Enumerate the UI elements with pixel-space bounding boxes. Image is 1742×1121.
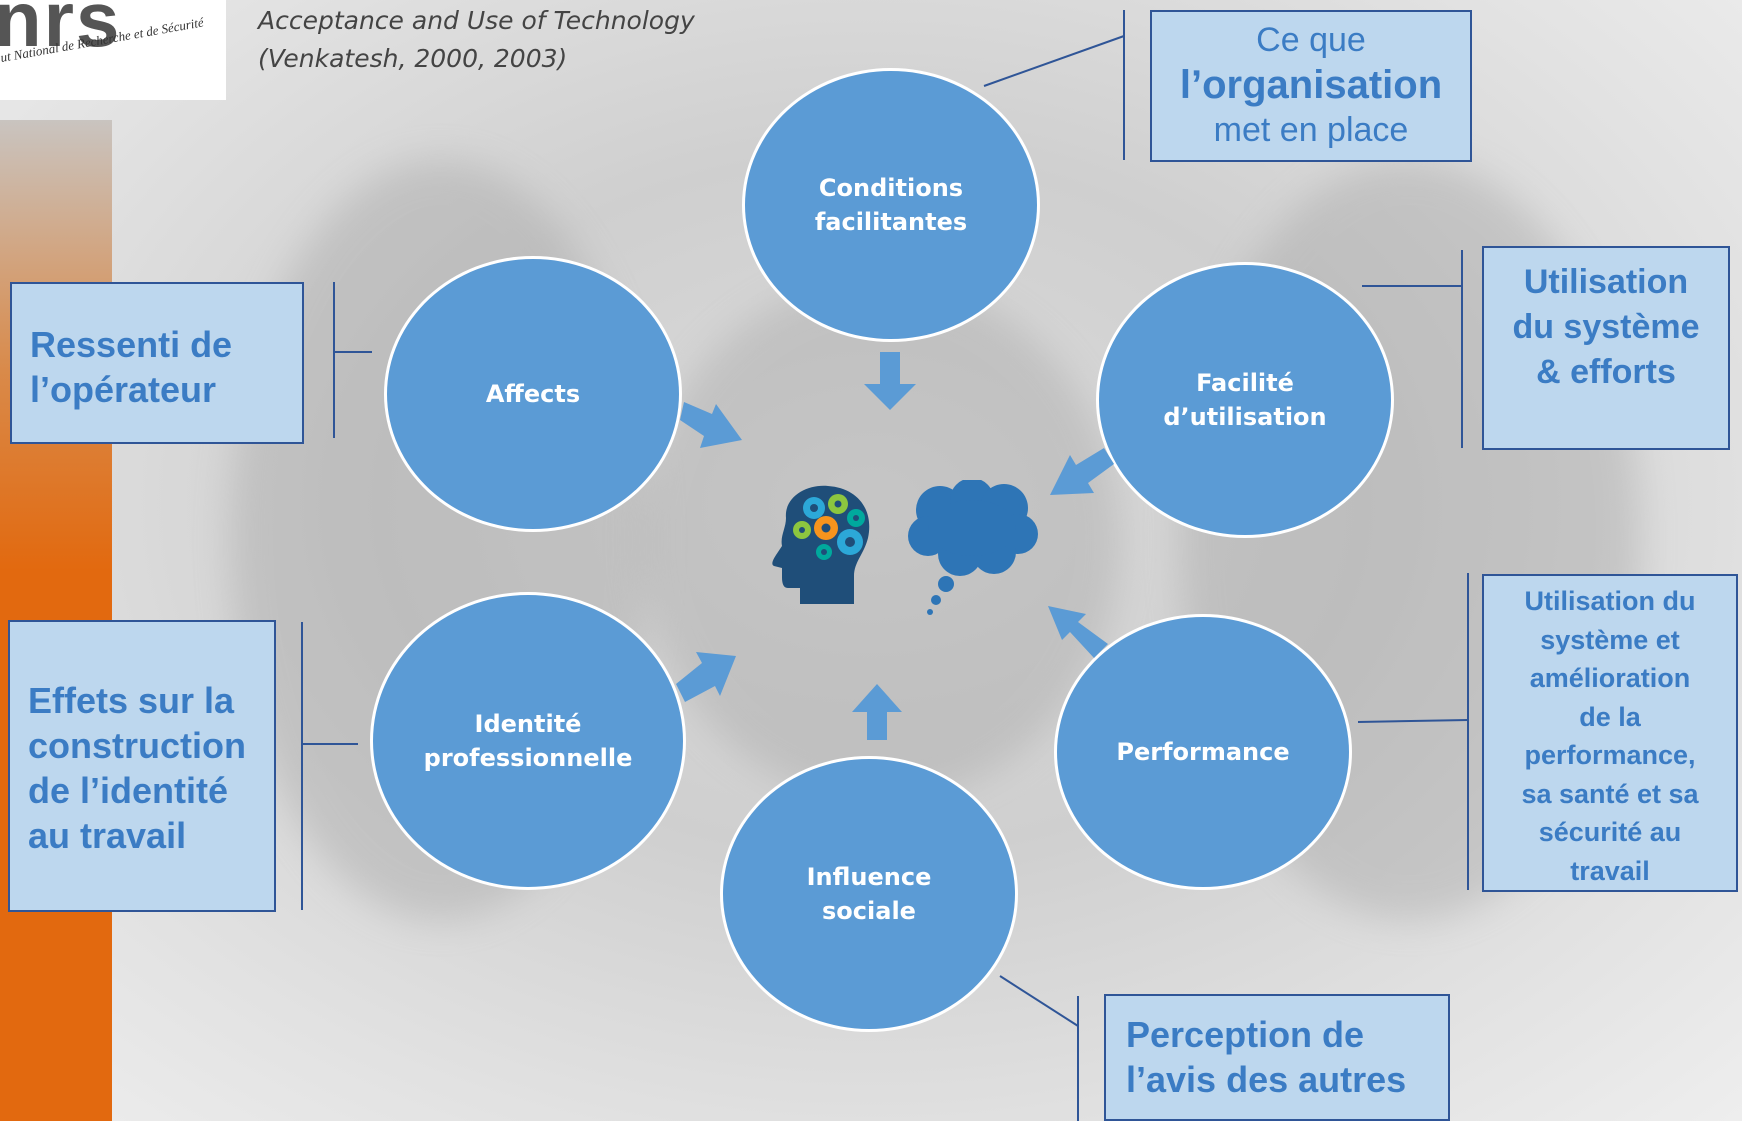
block-arrow-icon <box>1048 606 1108 658</box>
circle-conditions-facilitantes: Conditions facilitantes <box>742 68 1040 342</box>
label-organisation-line1: Ce que <box>1256 21 1366 59</box>
circle-influence-line1: Influence <box>806 863 932 891</box>
circle-performance-line1: Performance <box>1116 738 1290 766</box>
label-influence-line1: Perception de <box>1126 1014 1365 1055</box>
circle-identite-line1: Identité <box>474 710 582 738</box>
circle-facilite-line1: Facilité <box>1196 369 1294 397</box>
source-citation: Acceptance and Use of Technology (Venkat… <box>258 2 695 78</box>
label-organisation-line3: met en place <box>1213 111 1409 149</box>
label-affects-line1: Ressenti de <box>30 324 233 365</box>
label-ressenti-operateur: Ressenti de l’opérateur <box>10 282 304 444</box>
circle-performance: Performance <box>1054 614 1352 890</box>
label-utilisation-line1: Utilisation <box>1523 263 1689 301</box>
label-utilisation-line2: du système <box>1512 308 1700 346</box>
label-influence-line2: l’avis des autres <box>1126 1059 1407 1100</box>
label-performance-line6: sa santé et sa <box>1521 778 1699 809</box>
label-identite-line4: au travail <box>28 815 187 856</box>
label-organisation-line2: l’organisation <box>1179 63 1443 107</box>
source-line-1: Acceptance and Use of Technology <box>258 6 695 35</box>
block-arrow-icon <box>1050 448 1114 495</box>
block-arrow-icon <box>864 352 916 410</box>
label-performance-line5: performance, <box>1524 740 1696 770</box>
source-line-2: (Venkatesh, 2000, 2003) <box>258 44 568 73</box>
circle-conditions-line1: Conditions <box>818 174 964 202</box>
label-performance-line2: système et <box>1540 624 1680 655</box>
label-effets-identite: Effets sur la construction de l’identité… <box>8 620 276 912</box>
label-organisation: Ce que l’organisation met en place <box>1150 10 1472 162</box>
label-performance-line1: Utilisation du <box>1524 586 1696 616</box>
label-performance-line7: sécurité au <box>1538 817 1682 847</box>
label-performance-sante: Utilisation du système et amélioration d… <box>1482 574 1738 892</box>
label-utilisation-efforts: Utilisation du système & efforts <box>1482 246 1730 450</box>
circle-identite-line2: professionnelle <box>423 744 633 772</box>
label-identite-line1: Effets sur la <box>28 680 235 721</box>
label-utilisation-line3: & efforts <box>1536 353 1676 391</box>
label-identite-line3: de l’identité <box>28 770 229 811</box>
label-performance-line4: de la <box>1579 701 1641 732</box>
head-gears-icon <box>772 485 870 604</box>
circle-facilite-line2: d’utilisation <box>1163 403 1327 431</box>
logo-letters: nrs <box>0 0 122 63</box>
label-performance-line8: travail <box>1570 855 1650 886</box>
thought-bubble-icon <box>908 480 1038 615</box>
label-identite-line2: construction <box>28 725 247 766</box>
label-perception-autres: Perception de l’avis des autres <box>1104 994 1450 1121</box>
circle-identite-professionnelle: Identité professionnelle <box>370 592 686 890</box>
circle-affects-line1: Affects <box>485 380 581 408</box>
label-affects-line2: l’opérateur <box>30 369 217 410</box>
circle-affects: Affects <box>384 256 682 532</box>
circle-influence-sociale: Influence sociale <box>720 756 1018 1032</box>
circle-conditions-line2: facilitantes <box>814 208 968 236</box>
label-performance-line3: amélioration <box>1529 663 1691 693</box>
circle-facilite-utilisation: Facilité d’utilisation <box>1096 262 1394 538</box>
institute-logo: nrs ut National de Recherche et de Sécur… <box>0 0 226 100</box>
block-arrow-icon <box>852 684 902 740</box>
circle-influence-line2: sociale <box>822 897 916 925</box>
block-arrow-icon <box>676 652 736 702</box>
block-arrow-icon <box>680 402 742 448</box>
